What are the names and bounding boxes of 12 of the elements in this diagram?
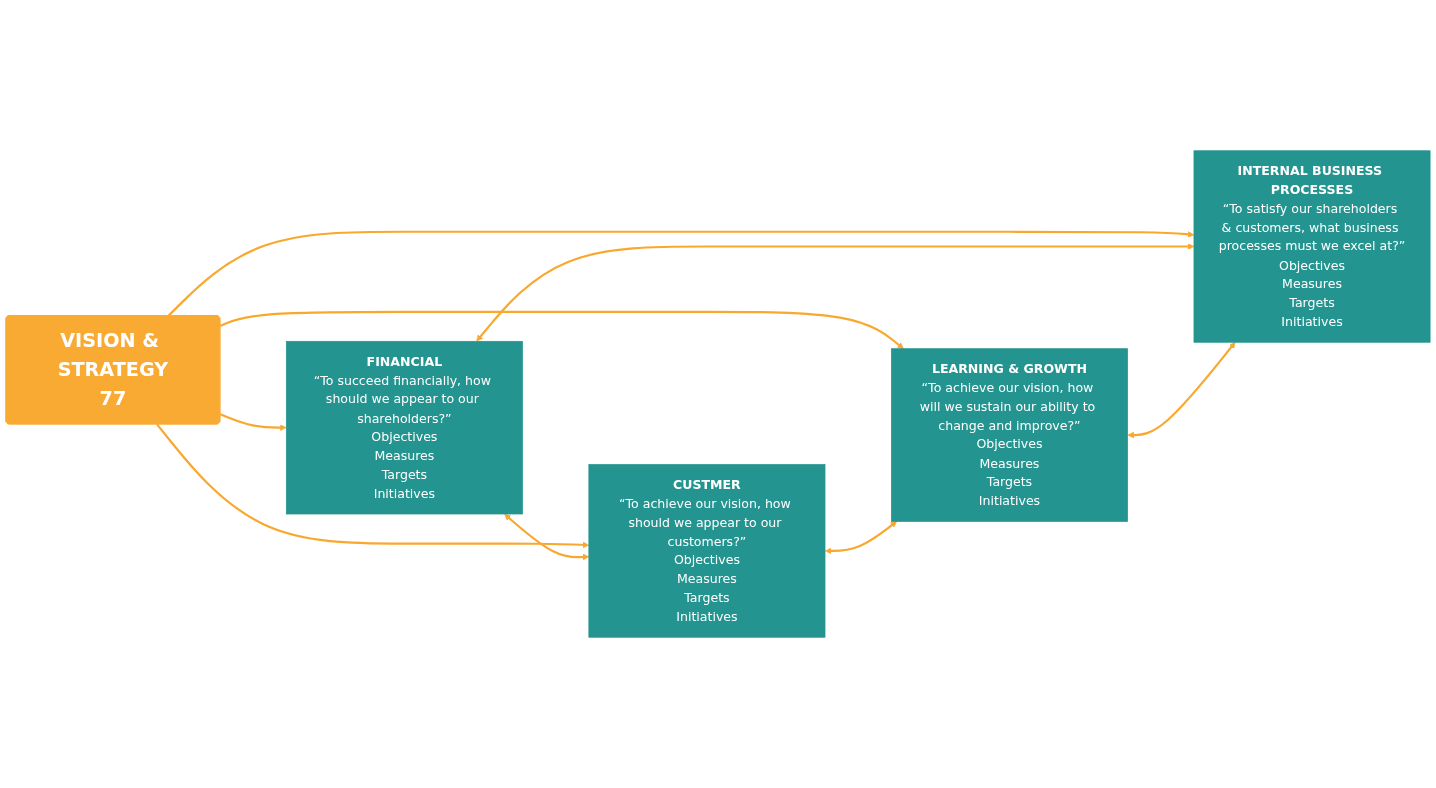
node-box: FINANCIAL “To succeed financially, how should we appear to our shareholders?” Objectives Measures Targets Initiatives <box>285 340 523 515</box>
node-box: INTERNAL BUSINESS PROCESSES “To satisfy our shareholders & customers, what business processes must we excel at?” Objectives Measures Targets Initiatives <box>1193 150 1431 343</box>
arrow <box>476 243 1195 342</box>
arrow <box>504 513 590 561</box>
node-box: LEARNING & GROWTH “To achieve our vision, how will we sustain our ability to change and improve?” Objectives Measures Targets Initiatives <box>891 348 1128 522</box>
arrow <box>219 310 904 349</box>
arrow <box>167 230 1195 317</box>
arrow <box>219 413 287 431</box>
arrow <box>825 521 898 555</box>
node-box: CUSTMER “To achieve our vision, how should we appear to our customers?” Objectives Measures Targets Initiatives <box>588 464 826 638</box>
arrow <box>156 423 590 549</box>
arrow <box>1127 341 1236 439</box>
